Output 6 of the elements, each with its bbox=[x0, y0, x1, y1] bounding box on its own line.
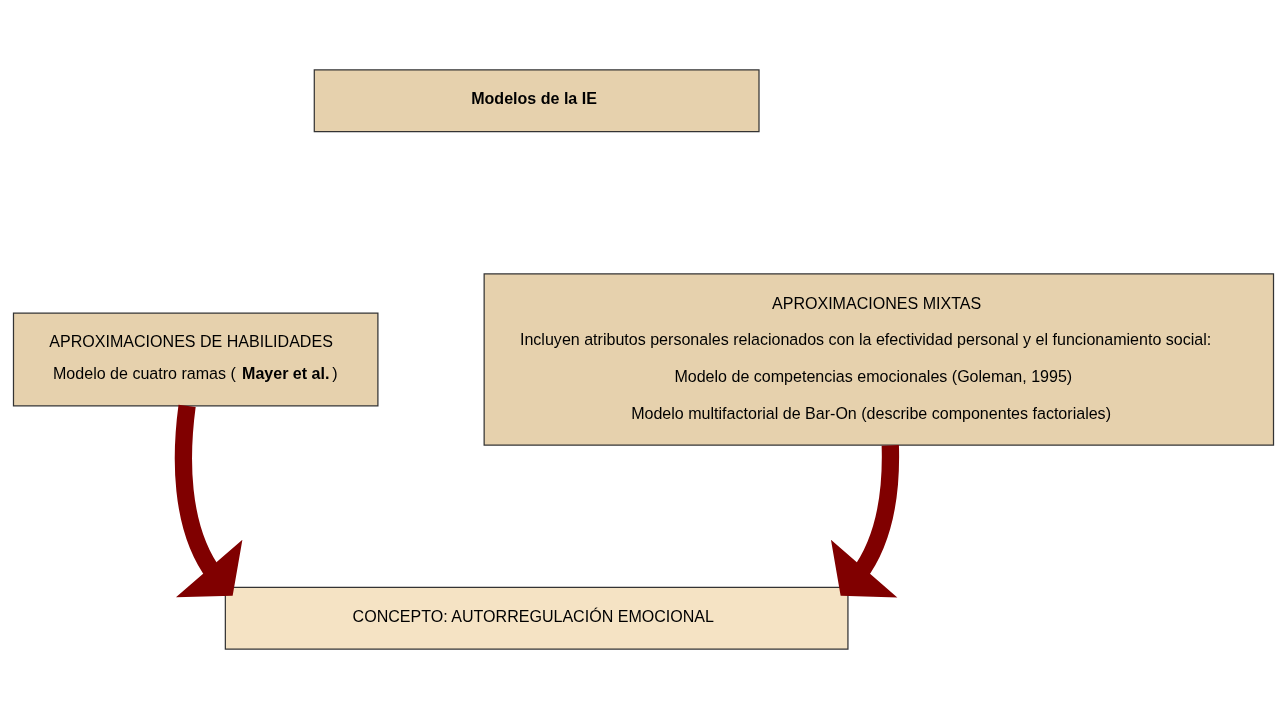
node-box: CONCEPTO: AUTORREGULACIÓN EMOCIONAL bbox=[224, 586, 849, 650]
arrow bbox=[830, 444, 900, 597]
node-box: APROXIMACIONES MIXTAS Incluyen atributos personales relacionados con la efectividad personal y el funcionamiento social: Modelo de competencias emocionales (Goleman, 1995) Modelo multifactorial de Bar-On (describe componentes factoriales) bbox=[483, 272, 1275, 446]
arrow bbox=[174, 404, 243, 597]
node-box: Modelos de la IE bbox=[313, 68, 760, 132]
node-box: APROXIMACIONES DE HABILIDADES Modelo de cuatro ramas (Mayer et al.) bbox=[12, 312, 379, 406]
